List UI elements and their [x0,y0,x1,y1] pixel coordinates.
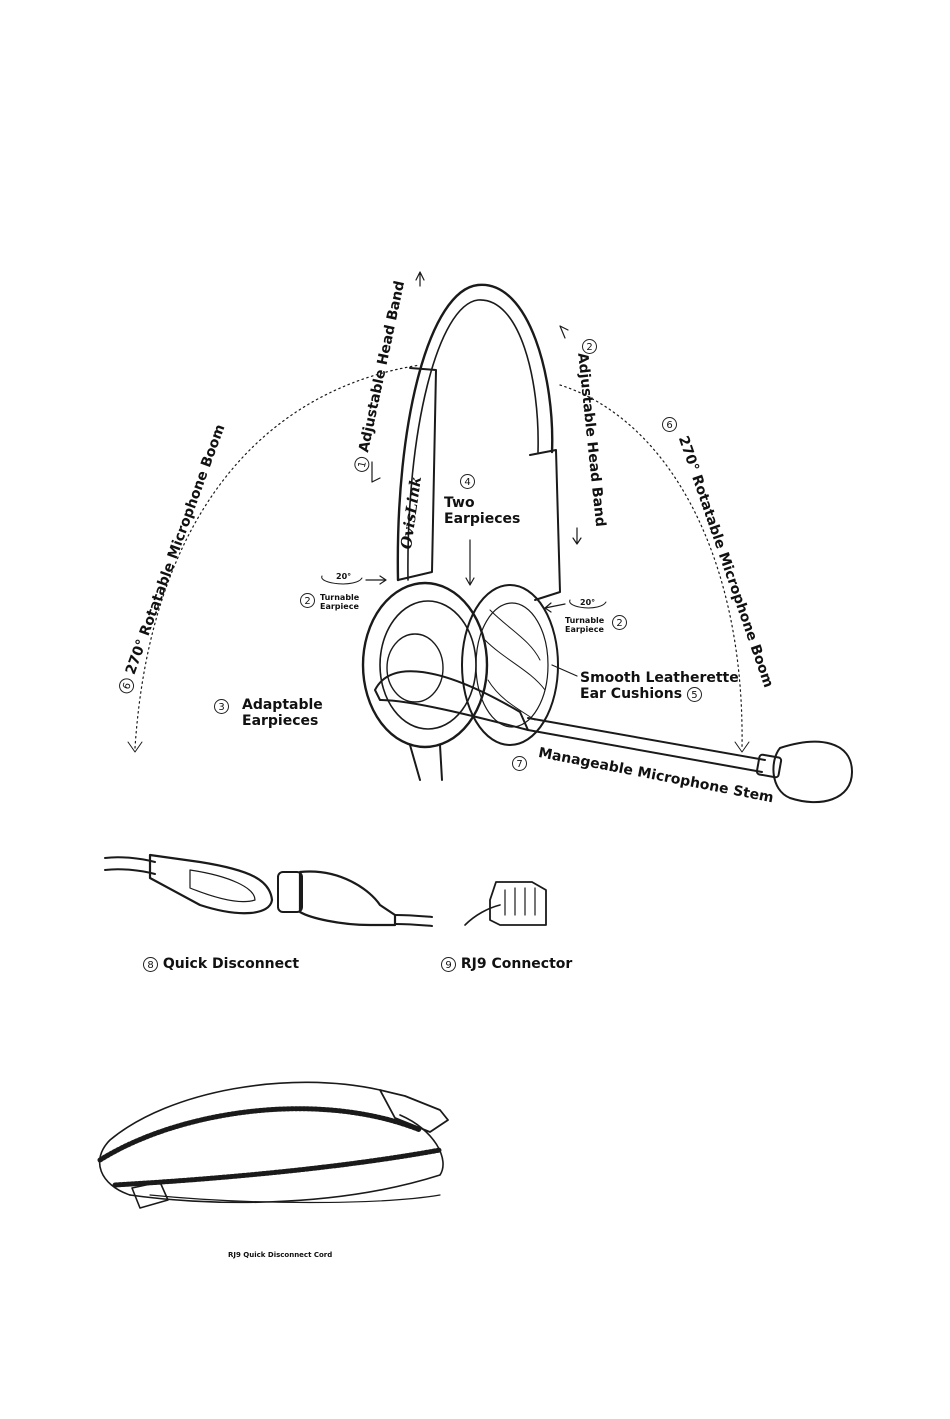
quick-disconnect-drawing [104,853,433,927]
number-badge-2-right: 2 [612,614,627,630]
number-badge-6-right: 6 [662,416,677,432]
label-text: Quick Disconnect [162,956,300,972]
number-badge: 2 [612,614,627,630]
cord-caption: RJ9 Quick Disconnect Cord [228,1251,333,1259]
number-badge-2-top: 2 [582,338,597,354]
microphone-boom [374,670,853,804]
number-badge: 3 [214,698,229,714]
rotation-arc-left [134,364,421,749]
number-badge: 2 [582,338,597,354]
angle-left: 20° [336,572,352,581]
number-badge-5: 5 [686,686,702,702]
rotation-arc-right [559,384,743,749]
coiled-cord-drawing [97,1081,449,1209]
label-ear-cushions-line1: Smooth Leatherette [580,670,739,686]
angle-right: 20° [580,598,596,607]
label-turnable-earpiece-left: Turnable Earpiece [320,593,360,611]
number-badge-4: 4 [460,473,475,489]
label-adaptable-earpieces: Adaptable Earpieces [242,697,323,729]
label-rj9-connector: 9 RJ9 Connector [441,956,572,972]
number-badge: 2 [300,592,315,608]
number-badge-2-left: 2 [300,592,315,608]
number-badge-1: 1 [352,455,371,474]
headband [396,283,561,601]
number-badge: 6 [662,416,677,432]
number-badge: 7 [512,755,527,771]
front-earpiece [361,581,489,781]
label-text: RJ9 Connector [460,956,573,972]
label-turnable-earpiece-right: Turnable Earpiece [565,616,605,634]
number-badge: 4 [460,473,475,489]
label-quick-disconnect: 8 Quick Disconnect [143,956,299,972]
number-badge-8: 8 [143,956,158,972]
label-two-earpieces: Two Earpieces [444,495,521,527]
number-badge-9: 9 [441,956,456,972]
number-badge-3: 3 [214,698,229,714]
number-badge-7: 7 [512,755,527,771]
rj9-connector-drawing [464,881,547,926]
label-text: Ear Cushions [580,686,683,702]
label-ear-cushions-line2: Ear Cushions 5 [580,686,702,702]
